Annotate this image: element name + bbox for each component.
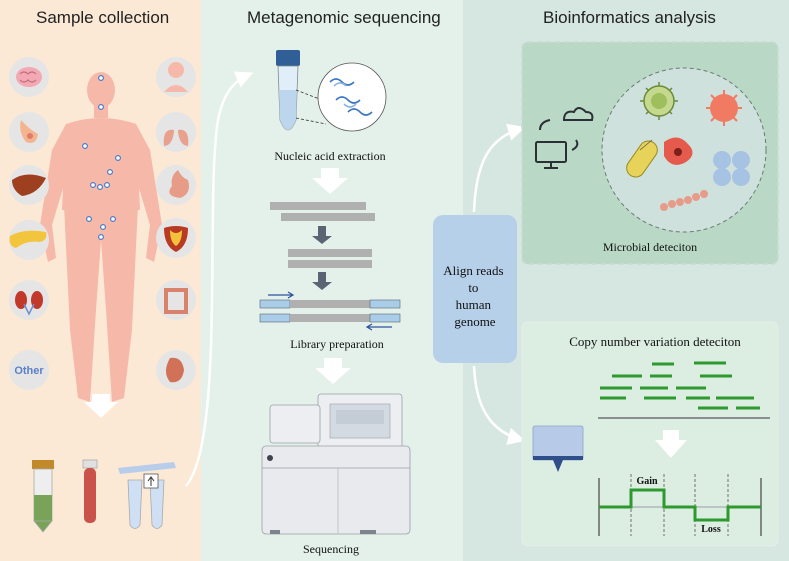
fungus-spore-icon bbox=[706, 90, 742, 126]
arrow-to-cnv bbox=[472, 365, 526, 445]
sequencer-icon bbox=[261, 393, 411, 535]
adapter-library-icon bbox=[259, 291, 401, 331]
down-arrow-sample bbox=[84, 394, 118, 418]
other-label: Other bbox=[14, 365, 44, 377]
bioinformatics-analysis-title: Bioinformatics analysis bbox=[543, 8, 716, 27]
mapped-reads-icon bbox=[600, 361, 760, 410]
align-reads-label: Align reads to human genome bbox=[443, 263, 507, 329]
pancreas-icon bbox=[9, 220, 49, 260]
slide-tubes-icon bbox=[118, 462, 176, 529]
other-icon bbox=[9, 350, 49, 390]
breast-icon bbox=[9, 112, 49, 152]
liver-icon bbox=[9, 165, 49, 205]
dna-fragments-icon bbox=[270, 202, 375, 221]
kidneys-icon bbox=[9, 280, 49, 320]
blood-tube-icon bbox=[82, 459, 98, 523]
head-icon bbox=[156, 57, 196, 97]
down-arrow-cnv bbox=[655, 430, 687, 458]
sampling-points bbox=[81, 74, 121, 241]
streptococcus-icon bbox=[660, 190, 708, 211]
computer-cloud-icon bbox=[535, 107, 594, 169]
bladder-icon bbox=[156, 218, 196, 258]
gain-label: Gain bbox=[636, 476, 658, 487]
extraction-tube-icon bbox=[276, 50, 387, 132]
microbial-label: Microbial deteciton bbox=[603, 240, 697, 254]
stomach-icon bbox=[156, 165, 196, 205]
virus-icon bbox=[640, 82, 678, 120]
down-arrow-repair bbox=[312, 272, 332, 290]
arrow-to-microbial bbox=[472, 123, 526, 213]
monitor-icon bbox=[532, 425, 584, 472]
end-repair-icon bbox=[288, 249, 372, 268]
cnv-label: Copy number variation deteciton bbox=[569, 334, 741, 349]
stool-tube-icon bbox=[32, 460, 54, 533]
human-body-illustration bbox=[40, 72, 162, 402]
down-arrow-extraction bbox=[312, 168, 348, 194]
lungs-icon bbox=[156, 112, 196, 152]
brain-icon bbox=[9, 57, 49, 97]
arrow-sample-to-sequencing bbox=[185, 71, 254, 487]
down-arrow-library bbox=[315, 358, 351, 384]
loss-label: Loss bbox=[701, 524, 721, 535]
parasite-cell-icon bbox=[664, 137, 693, 165]
extraction-label: Nucleic acid extraction bbox=[274, 149, 385, 163]
metagenomic-sequencing-title: Metagenomic sequencing bbox=[247, 8, 441, 27]
cnv-plot bbox=[598, 474, 762, 536]
muscle-icon bbox=[156, 350, 196, 390]
align-reads-box bbox=[433, 215, 517, 363]
cocci-icon bbox=[713, 151, 750, 186]
cnv-detection-box bbox=[521, 321, 779, 547]
library-label: Library preparation bbox=[290, 337, 384, 351]
intestine-icon bbox=[156, 280, 196, 320]
sequencing-label: Sequencing bbox=[303, 542, 359, 556]
sample-collection-title: Sample collection bbox=[36, 8, 170, 27]
bacillus-icon bbox=[626, 139, 658, 178]
down-arrow-fragments bbox=[312, 226, 332, 244]
